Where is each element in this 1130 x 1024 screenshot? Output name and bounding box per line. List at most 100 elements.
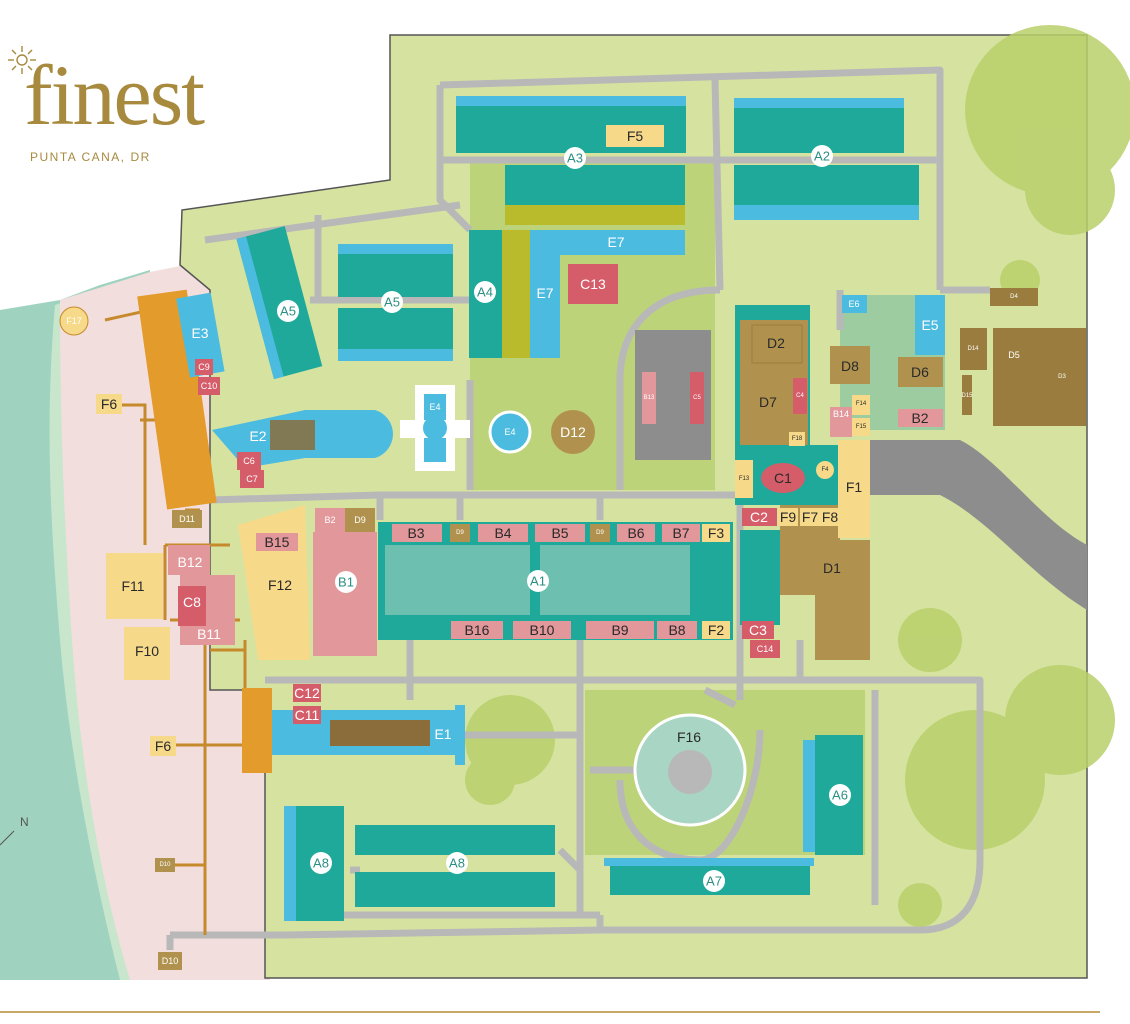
label-d2[interactable]: D2 [767, 335, 785, 351]
label-c7[interactable]: C7 [246, 474, 258, 484]
label-f6-south[interactable]: F6 [155, 738, 172, 754]
label-b11[interactable]: B11 [197, 626, 221, 642]
label-f17[interactable]: F16 [677, 729, 701, 745]
label-c2[interactable]: C2 [750, 509, 768, 525]
label-d13[interactable]: D14 [967, 346, 979, 352]
label-a5-west[interactable]: A5 [280, 304, 296, 319]
labelled-rects [59, 125, 943, 970]
label-e1[interactable]: E1 [434, 726, 451, 742]
label-f16[interactable]: F15 [856, 424, 867, 430]
label-e5[interactable]: E5 [921, 317, 938, 333]
map-labels: A3 A2 A5 A5 A4 A1 B1 A6 A8 A8 A7 F5 E7 E… [66, 128, 1066, 966]
label-f11[interactable]: F17 [66, 316, 82, 326]
label-b3[interactable]: B3 [407, 525, 424, 541]
label-b6[interactable]: B6 [627, 525, 644, 541]
label-d3[interactable]: D3 [1058, 374, 1066, 380]
label-b15[interactable]: B15 [265, 534, 290, 550]
label-b7[interactable]: B7 [672, 525, 689, 541]
label-c11[interactable]: C11 [295, 707, 320, 723]
label-d9[interactable]: D9 [354, 515, 366, 525]
e7-block [530, 230, 685, 358]
road [870, 440, 1087, 610]
label-c3[interactable]: C3 [749, 622, 767, 638]
label-b4[interactable]: B4 [494, 525, 511, 541]
label-c4[interactable]: C4 [796, 393, 804, 399]
label-a3[interactable]: A3 [567, 151, 583, 166]
label-e7[interactable]: E7 [536, 285, 553, 301]
label-f2[interactable]: F2 [708, 622, 725, 638]
label-f14[interactable]: F13 [739, 476, 750, 482]
a5-block-bottom [338, 308, 453, 361]
f17-center [668, 750, 712, 794]
label-d6[interactable]: D6 [911, 364, 929, 380]
label-c6[interactable]: C6 [243, 456, 255, 466]
label-b9[interactable]: B9 [611, 622, 628, 638]
a5-block-top [338, 244, 453, 297]
e4-pool-round [488, 410, 532, 454]
label-c13[interactable]: C13 [580, 276, 606, 292]
label-d9-b[interactable]: D9 [596, 530, 604, 536]
label-f8[interactable]: F8 [822, 509, 839, 525]
label-f10[interactable]: F10 [135, 643, 159, 659]
label-c9[interactable]: C9 [198, 362, 210, 372]
label-f1[interactable]: F1 [846, 479, 863, 495]
label-b14[interactable]: B14 [833, 409, 849, 419]
label-c14[interactable]: C14 [757, 644, 774, 654]
label-d15[interactable]: D11 [179, 514, 195, 524]
label-a7[interactable]: A7 [706, 874, 722, 889]
label-d11[interactable]: D10 [159, 862, 171, 868]
sun-icon [8, 46, 36, 74]
label-b5[interactable]: B5 [551, 525, 568, 541]
label-f6-north[interactable]: F6 [101, 396, 118, 412]
label-a4[interactable]: A4 [477, 285, 493, 300]
label-b2[interactable]: B2 [324, 515, 335, 525]
label-c10[interactable]: C10 [201, 381, 218, 391]
label-a6[interactable]: A6 [832, 788, 848, 803]
label-c5[interactable]: C5 [693, 395, 701, 401]
label-f5[interactable]: F5 [627, 128, 644, 144]
label-f15[interactable]: F14 [856, 401, 867, 407]
label-a8[interactable]: A8 [449, 856, 465, 871]
label-a1[interactable]: A1 [530, 574, 546, 589]
label-f3[interactable]: F3 [708, 525, 725, 541]
label-d7[interactable]: D7 [759, 394, 777, 410]
brand-name: finest [24, 47, 205, 143]
label-b2-east[interactable]: B2 [911, 410, 928, 426]
label-d12[interactable]: D12 [560, 424, 586, 440]
label-b8[interactable]: B8 [668, 622, 685, 638]
label-a5[interactable]: A5 [384, 295, 400, 310]
label-d14[interactable]: D15 [961, 393, 973, 399]
label-e3[interactable]: E3 [191, 325, 208, 341]
label-d9-a[interactable]: D9 [456, 530, 464, 536]
e5-block [915, 295, 945, 355]
label-f7[interactable]: F7 [802, 509, 819, 525]
label-b13[interactable]: B13 [644, 395, 655, 401]
label-f13[interactable]: F12 [268, 577, 292, 593]
label-e6[interactable]: E6 [848, 299, 859, 309]
label-b10[interactable]: B10 [530, 622, 555, 638]
d12-block [551, 410, 595, 454]
label-d10[interactable]: D10 [162, 956, 179, 966]
label-f12[interactable]: F11 [121, 578, 144, 594]
label-b1[interactable]: B1 [338, 575, 354, 590]
label-e7-top[interactable]: E7 [607, 234, 624, 250]
label-b16[interactable]: B16 [465, 622, 490, 638]
label-f4[interactable]: F4 [821, 467, 829, 473]
label-e4-square[interactable]: E4 [429, 402, 440, 412]
label-f9[interactable]: F9 [780, 509, 797, 525]
label-a2[interactable]: A2 [814, 149, 830, 164]
label-d1[interactable]: D1 [823, 560, 841, 576]
label-c12[interactable]: C12 [294, 685, 320, 701]
label-d4[interactable]: D4 [1010, 294, 1018, 300]
label-a8-west[interactable]: A8 [313, 856, 329, 871]
d6-block [898, 357, 943, 387]
label-f18[interactable]: F18 [792, 436, 803, 442]
label-d8[interactable]: D8 [841, 358, 859, 374]
label-c8[interactable]: C8 [183, 594, 201, 610]
label-e4-round[interactable]: E4 [504, 427, 515, 437]
label-b12[interactable]: B12 [178, 554, 203, 570]
label-c1[interactable]: C1 [774, 470, 792, 486]
label-d5[interactable]: D5 [1008, 350, 1020, 360]
label-e2[interactable]: E2 [249, 428, 266, 444]
